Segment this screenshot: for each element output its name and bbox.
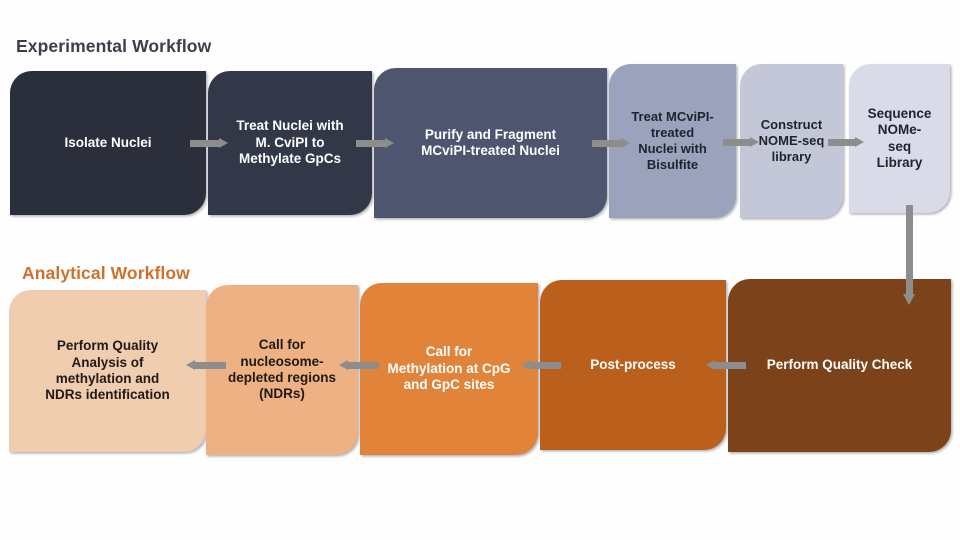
workflow-node-label: Call for Methylation at CpG and GpC site… bbox=[387, 344, 511, 393]
connector-arrowhead-icon bbox=[621, 138, 630, 148]
connector-shaft bbox=[592, 140, 621, 147]
connector-arrowhead-icon bbox=[750, 137, 759, 147]
connector-arrow-treat-to-purify bbox=[356, 138, 394, 149]
experimental-workflow-title: Experimental Workflow bbox=[16, 36, 212, 56]
connector-arrowhead-icon bbox=[903, 294, 915, 305]
workflow-node-treat-nuclei-mcvipi[interactable]: Treat Nuclei with M. CviPI to Methylate … bbox=[208, 71, 372, 215]
connector-shaft bbox=[906, 205, 913, 294]
connector-arrowhead-icon bbox=[521, 360, 530, 370]
connector-arrow-isolate-to-treat bbox=[190, 138, 228, 149]
workflow-node-perform-quality-analysis[interactable]: Perform Quality Analysis of methylation … bbox=[9, 290, 206, 452]
connector-shaft bbox=[348, 362, 379, 369]
workflow-node-purify-fragment[interactable]: Purify and Fragment MCviPI-treated Nucle… bbox=[374, 68, 607, 218]
connector-shaft bbox=[356, 140, 385, 147]
connector-shaft bbox=[715, 362, 746, 369]
workflow-node-label: Construct NOME-seq library bbox=[758, 117, 825, 164]
workflow-node-label: Purify and Fragment MCviPI-treated Nucle… bbox=[421, 126, 560, 158]
workflow-node-label: Sequence NOMe- seq Library bbox=[867, 105, 932, 170]
workflow-node-sequence-library[interactable]: Sequence NOMe- seq Library bbox=[849, 64, 950, 213]
connector-arrowhead-icon bbox=[219, 138, 228, 148]
connector-arrow-check-to-postprocess bbox=[706, 360, 746, 371]
connector-arrowhead-icon bbox=[339, 360, 348, 370]
workflow-node-label: Isolate Nuclei bbox=[64, 134, 152, 150]
workflow-node-label: Treat MCviPI- treated Nuclei with Bisulf… bbox=[631, 109, 714, 172]
connector-arrow-postprocess-to-call bbox=[521, 360, 561, 371]
connector-arrow-bisulfite-to-construct bbox=[723, 137, 759, 148]
workflow-node-label: Post-process bbox=[590, 356, 676, 372]
workflow-node-label: Perform Quality Analysis of methylation … bbox=[45, 338, 170, 403]
workflow-node-call-ndrs[interactable]: Call for nucleosome- depleted regions (N… bbox=[206, 285, 358, 455]
connector-arrow-sequence-to-check bbox=[903, 205, 916, 305]
workflow-node-label: Perform Quality Check bbox=[766, 357, 913, 373]
workflow-node-post-process[interactable]: Post-process bbox=[540, 280, 726, 450]
connector-arrowhead-icon bbox=[855, 137, 864, 147]
connector-shaft bbox=[723, 139, 750, 146]
workflow-node-treat-bisulfite[interactable]: Treat MCviPI- treated Nuclei with Bisulf… bbox=[609, 64, 736, 218]
connector-arrow-construct-to-sequence bbox=[828, 137, 864, 148]
connector-arrow-ndrs-to-quality bbox=[186, 360, 226, 371]
connector-arrow-purify-to-bisulfite bbox=[592, 138, 630, 149]
connector-shaft bbox=[190, 140, 219, 147]
connector-shaft bbox=[530, 362, 561, 369]
connector-arrowhead-icon bbox=[706, 360, 715, 370]
workflow-node-call-methylation[interactable]: Call for Methylation at CpG and GpC site… bbox=[360, 283, 538, 455]
workflow-node-perform-quality-check[interactable]: Perform Quality Check bbox=[728, 279, 951, 452]
connector-arrow-call-to-ndrs bbox=[339, 360, 379, 371]
connector-shaft bbox=[828, 139, 855, 146]
workflow-node-isolate-nuclei[interactable]: Isolate Nuclei bbox=[10, 71, 206, 215]
connector-shaft bbox=[195, 362, 226, 369]
analytical-workflow-title: Analytical Workflow bbox=[22, 263, 190, 283]
workflow-node-label: Treat Nuclei with M. CviPI to Methylate … bbox=[236, 118, 344, 167]
connector-arrowhead-icon bbox=[385, 138, 394, 148]
connector-arrowhead-icon bbox=[186, 360, 195, 370]
workflow-node-label: Call for nucleosome- depleted regions (N… bbox=[227, 337, 337, 402]
